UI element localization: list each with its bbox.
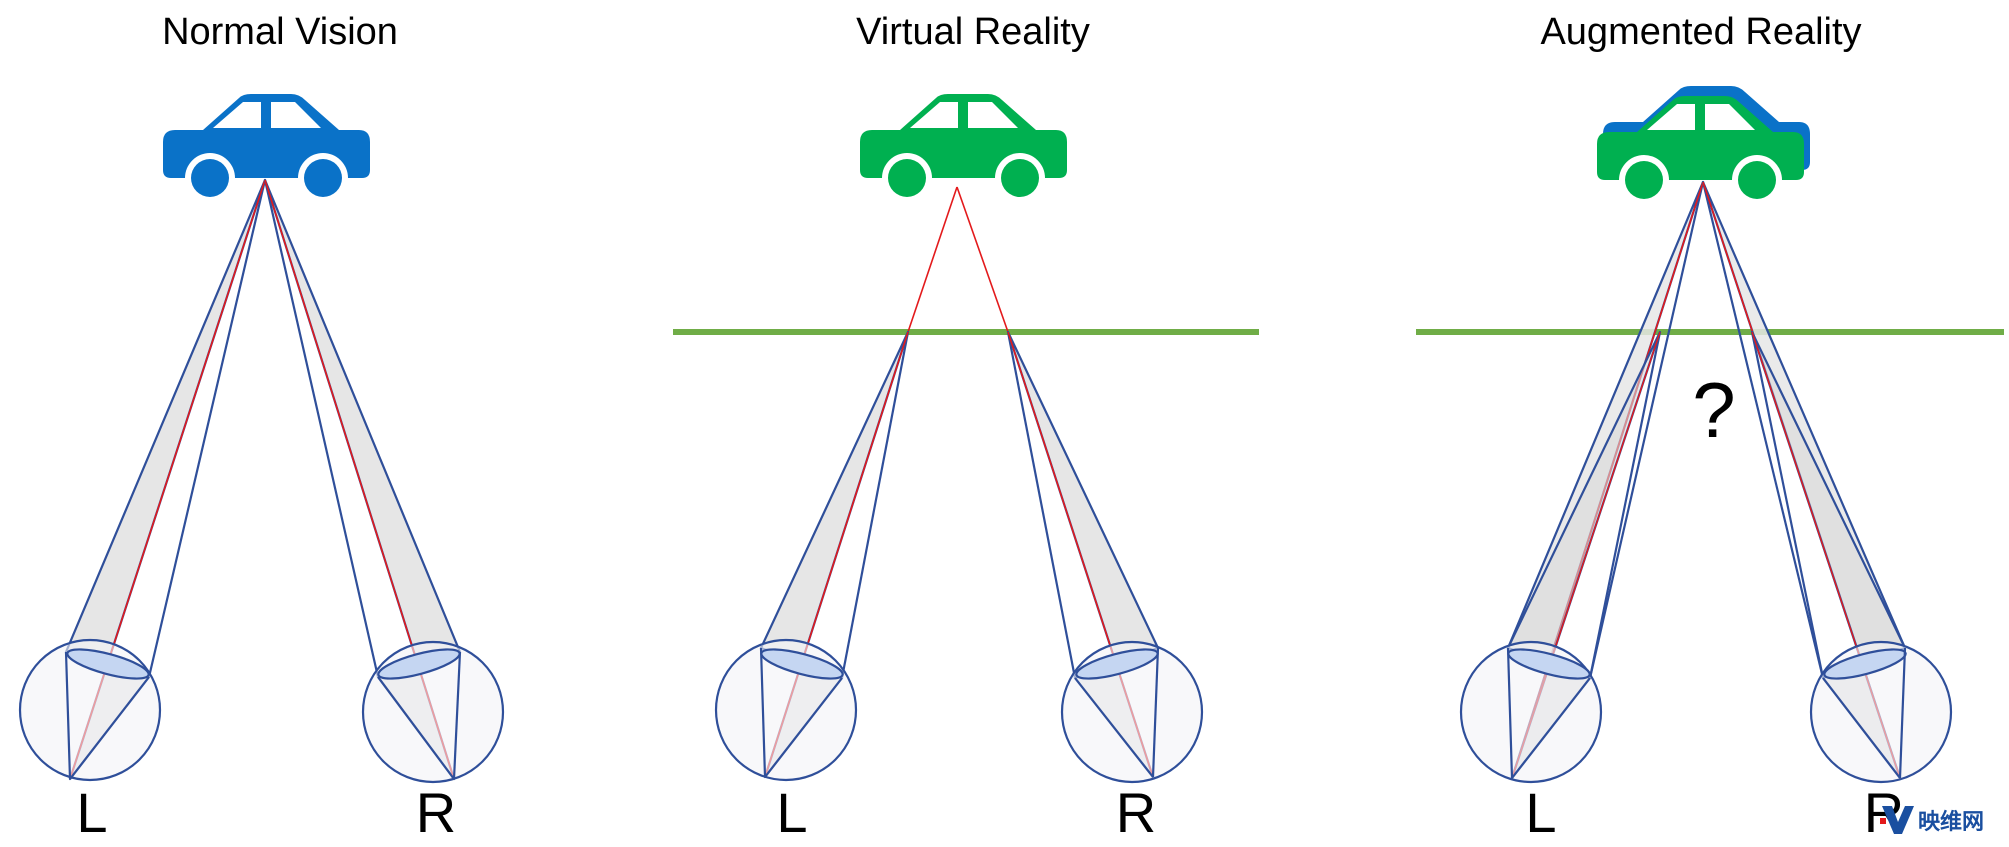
- left-eye-label: L: [1525, 781, 1556, 844]
- left-eye-cone: [64, 178, 267, 781]
- panel-virtual-reality: Virtual Reality: [673, 11, 1259, 844]
- right-eye-icon: [1060, 640, 1204, 784]
- virtual-car-icon: [1597, 96, 1804, 205]
- watermark: 映维网: [1880, 806, 1984, 835]
- panel-normal-vision: Normal Vision: [18, 11, 505, 844]
- right-eye-label: R: [1864, 781, 1904, 844]
- virtual-car-icon: [860, 94, 1067, 203]
- question-mark: ?: [1692, 366, 1735, 454]
- virtual-ray-right: [956, 186, 1009, 333]
- panel-title: Normal Vision: [162, 11, 398, 53]
- watermark-dot-icon: [1880, 818, 1886, 824]
- left-eye-icon: [1459, 640, 1603, 784]
- left-eye-label: L: [76, 781, 107, 844]
- right-eye-label: R: [1116, 781, 1156, 844]
- panel-title: Virtual Reality: [856, 11, 1090, 53]
- watermark-logo-icon: [1882, 806, 1914, 834]
- left-eye-icon: [714, 638, 858, 782]
- panel-augmented-reality: Augmented Reality: [1416, 11, 2004, 844]
- right-eye-label: R: [416, 781, 456, 844]
- panel-title: Augmented Reality: [1540, 11, 1861, 53]
- right-eye-icon: [361, 640, 505, 784]
- virtual-ray-left: [907, 186, 958, 333]
- left-eye-label: L: [776, 781, 807, 844]
- watermark-text: 映维网: [1918, 809, 1984, 835]
- left-eye-icon: [18, 638, 162, 782]
- right-eye-icon: [1809, 640, 1953, 784]
- real-car-icon: [163, 94, 370, 203]
